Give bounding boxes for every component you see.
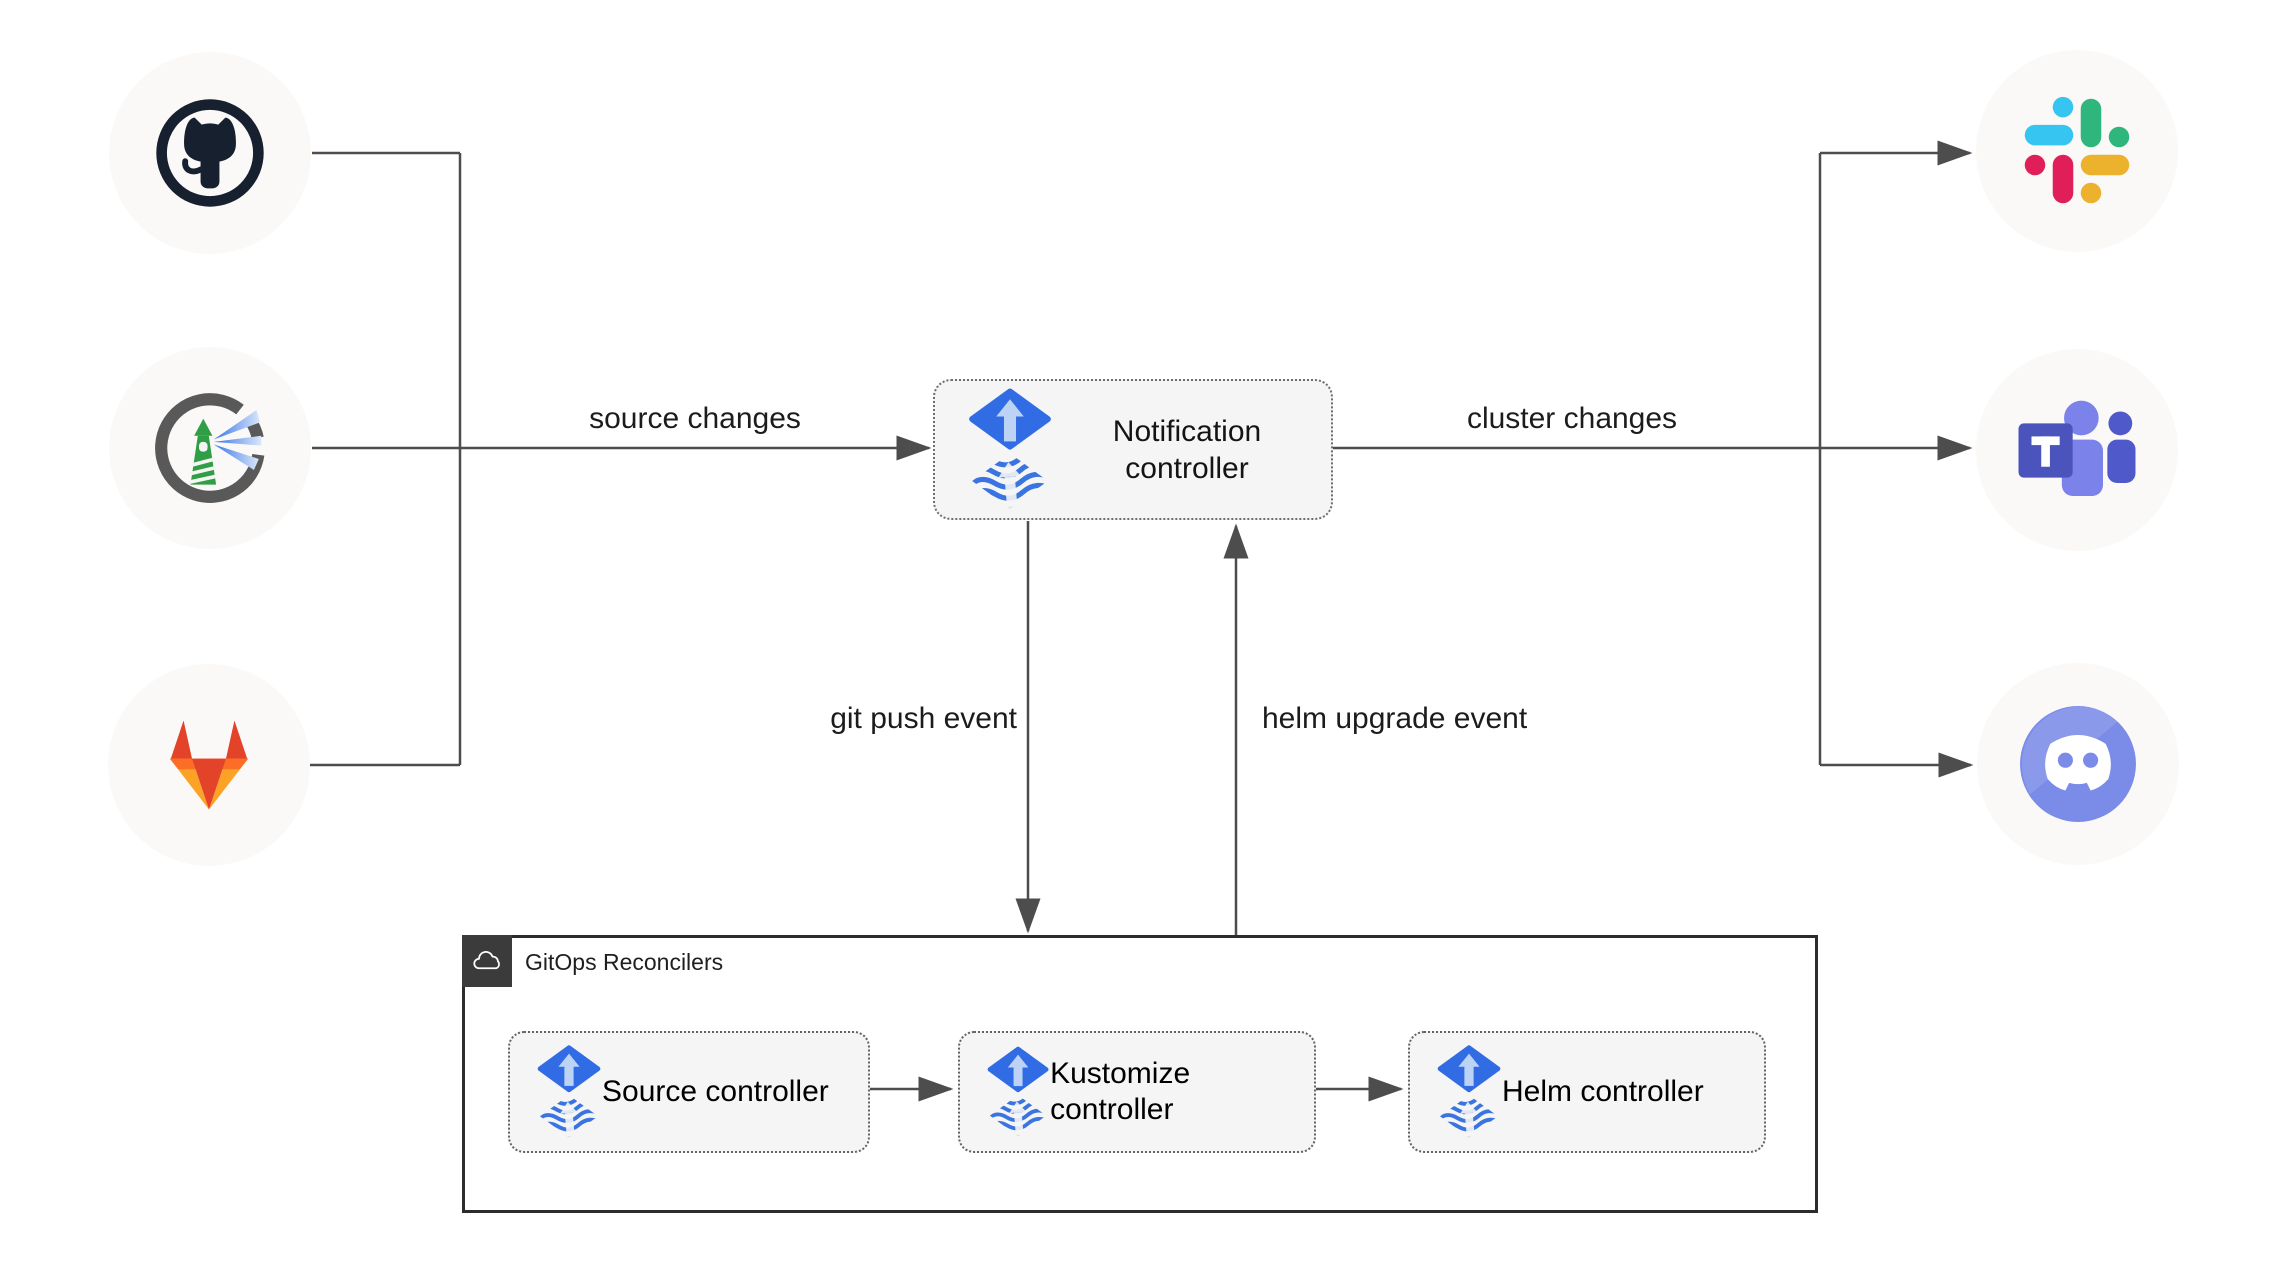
node-github (109, 52, 311, 254)
node-teams (1976, 349, 2178, 551)
gitops-reconcilers-container: GitOps Reconcilers Source controller Kus… (462, 935, 1818, 1213)
node-discord (1977, 663, 2179, 865)
edge-label-source-changes: source changes (589, 402, 801, 435)
edge-label-helm-upgrade-event: helm upgrade event (1262, 702, 1528, 735)
node-slack (1976, 50, 2178, 252)
slack-icon (2021, 95, 2133, 207)
flux-icon (967, 388, 1053, 512)
gitlab-icon (156, 716, 262, 814)
helm-controller-label: Helm controller (1502, 1075, 1704, 1108)
edge-label-cluster-changes: cluster changes (1466, 402, 1678, 435)
cloud-icon (471, 950, 503, 972)
node-gitlab (108, 664, 310, 866)
harbor-icon (149, 387, 271, 509)
node-notification-controller: Notification controller (933, 379, 1333, 520)
notification-controller-label: Notification controller (1112, 414, 1262, 485)
container-title: GitOps Reconcilers (525, 949, 724, 975)
discord-icon (2015, 701, 2141, 827)
flux-icon (986, 1045, 1050, 1140)
github-icon (151, 94, 269, 212)
teams-icon (2012, 394, 2142, 507)
source-controller-label: Source controller (602, 1075, 829, 1108)
edge-label-git-push-event: git push event (830, 702, 1017, 735)
node-harbor (109, 347, 311, 549)
node-kustomize-controller: Kustomize controller (958, 1031, 1316, 1153)
container-tab (462, 935, 512, 987)
flux-icon (536, 1045, 602, 1140)
flux-icon (1436, 1045, 1502, 1140)
kustomize-controller-label: Kustomize controller (1050, 1057, 1191, 1126)
node-helm-controller: Helm controller (1408, 1031, 1766, 1153)
node-source-controller: Source controller (508, 1031, 870, 1153)
